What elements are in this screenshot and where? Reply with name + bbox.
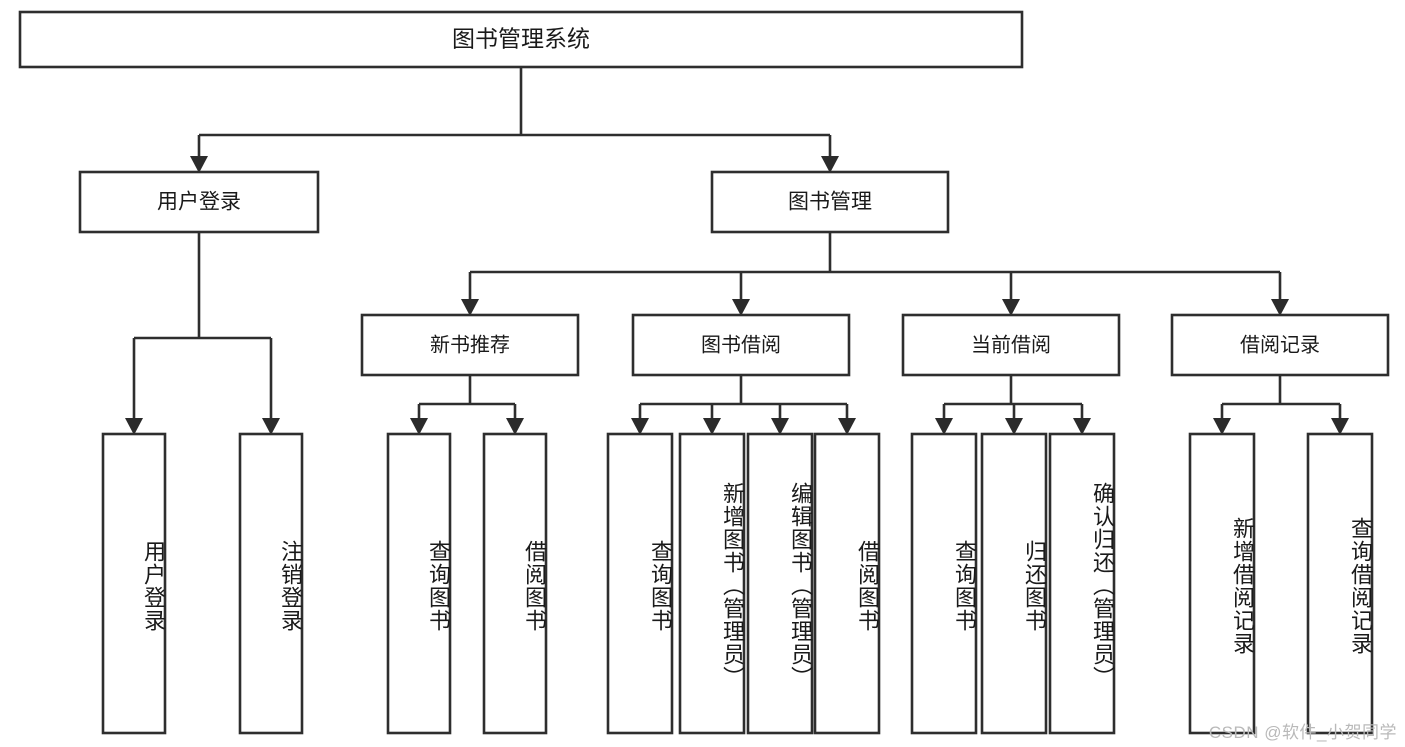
node-level2-1[interactable] xyxy=(710,170,950,234)
node-level2-0[interactable] xyxy=(78,170,320,234)
node-label-level3-3: 借阅记录 xyxy=(1240,333,1320,356)
node-leaf-7[interactable] xyxy=(813,432,881,735)
watermark: CSDN @软件_小贺同学 xyxy=(1208,723,1397,742)
node-label-level2-1: 图书管理 xyxy=(788,191,872,214)
arrow-head-icon xyxy=(190,156,208,173)
node-leaf-9[interactable] xyxy=(980,432,1048,735)
node-leaf-6[interactable] xyxy=(746,432,814,735)
arrow-head-icon xyxy=(1005,418,1023,435)
arrow-head-icon xyxy=(410,418,428,435)
arrow-head-icon xyxy=(506,418,524,435)
arrow-head-icon xyxy=(262,418,280,435)
node-root-system[interactable] xyxy=(18,10,1024,69)
arrow-head-icon xyxy=(703,418,721,435)
arrow-head-icon xyxy=(1213,418,1231,435)
node-leaf-8[interactable] xyxy=(910,432,978,735)
connector-layer xyxy=(125,67,1349,435)
box-layer xyxy=(18,10,1390,735)
arrow-head-icon xyxy=(461,299,479,316)
node-leaf-2[interactable] xyxy=(386,432,452,735)
node-label-level3-0: 新书推荐 xyxy=(430,333,510,356)
node-leaf-10[interactable] xyxy=(1048,432,1116,735)
node-leaf-11[interactable] xyxy=(1188,432,1256,735)
node-leaf-1[interactable] xyxy=(238,432,304,735)
arrow-head-icon xyxy=(838,418,856,435)
node-level3-2[interactable] xyxy=(901,313,1121,377)
arrow-head-icon xyxy=(125,418,143,435)
arrow-head-icon xyxy=(821,156,839,173)
arrow-head-icon xyxy=(935,418,953,435)
arrow-head-icon xyxy=(1331,418,1349,435)
node-leaf-0[interactable] xyxy=(101,432,167,735)
node-level3-1[interactable] xyxy=(631,313,851,377)
node-leaf-5[interactable] xyxy=(678,432,746,735)
node-label-level3-1: 图书借阅 xyxy=(701,333,781,356)
node-label-level3-2: 当前借阅 xyxy=(971,333,1051,356)
arrow-head-icon xyxy=(631,418,649,435)
arrow-head-icon xyxy=(1073,418,1091,435)
arrow-head-icon xyxy=(1002,299,1020,316)
arrow-head-icon xyxy=(732,299,750,316)
node-level3-3[interactable] xyxy=(1170,313,1390,377)
arrow-head-icon xyxy=(771,418,789,435)
arrow-head-icon xyxy=(1271,299,1289,316)
node-level3-0[interactable] xyxy=(360,313,580,377)
node-leaf-4[interactable] xyxy=(606,432,674,735)
node-label-root: 图书管理系统 xyxy=(452,26,590,52)
node-label-level2-0: 用户登录 xyxy=(157,191,241,214)
node-leaf-3[interactable] xyxy=(482,432,548,735)
node-leaf-12[interactable] xyxy=(1306,432,1374,735)
